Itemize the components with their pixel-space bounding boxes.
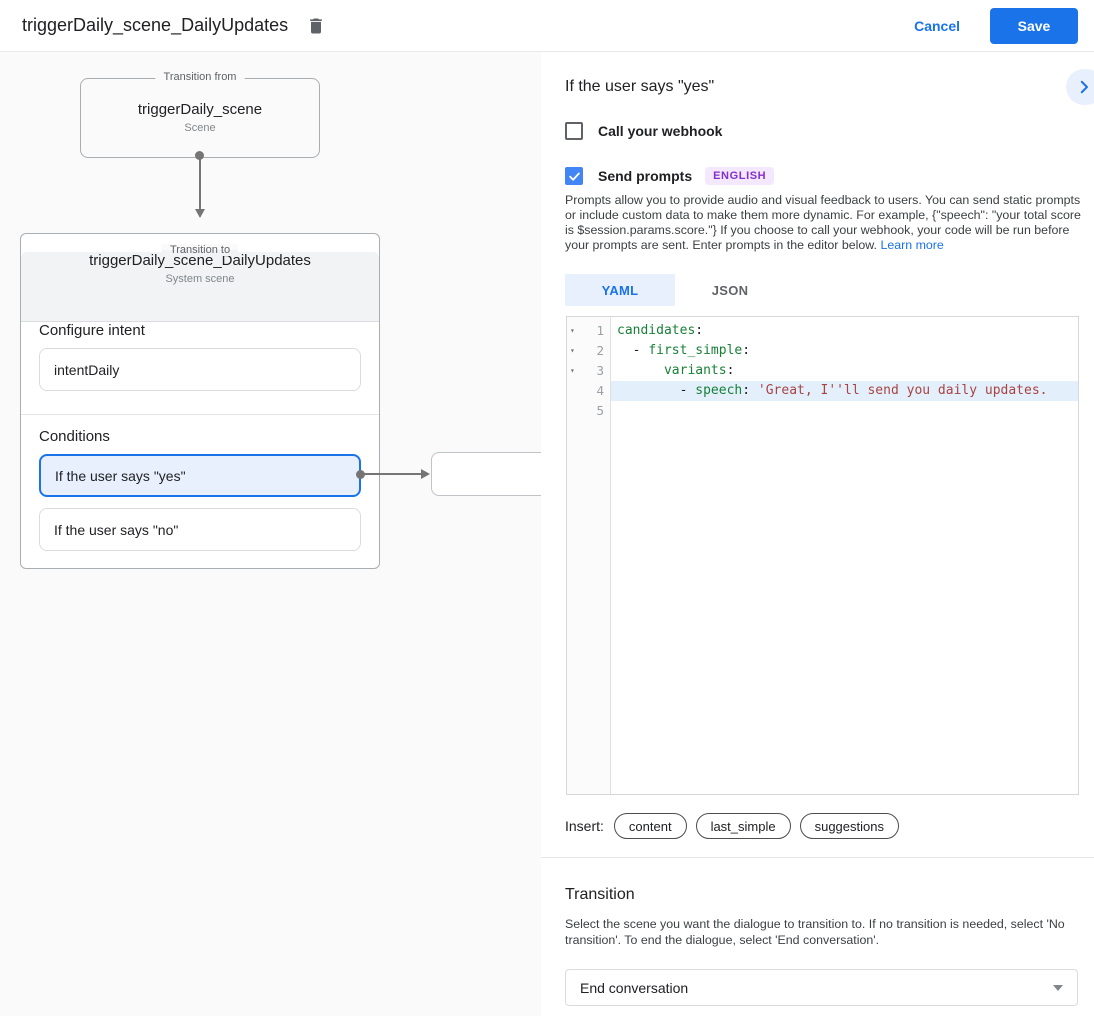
line-number: 5 <box>596 403 604 418</box>
line-number: 1 <box>596 323 604 338</box>
to-scene-header[interactable]: Transition to triggerDaily_scene_DailyUp… <box>21 244 379 322</box>
transition-heading: Transition <box>565 886 635 903</box>
trash-icon <box>310 18 322 33</box>
prompts-checkbox[interactable] <box>565 167 583 185</box>
connector-line-vertical <box>199 158 201 210</box>
transition-dropdown-value: End conversation <box>580 979 689 996</box>
editor-format-tabs: YAML JSON <box>565 274 785 306</box>
connector-dot <box>356 470 365 479</box>
webhook-checkbox[interactable] <box>565 122 583 140</box>
conditions-heading: Conditions <box>39 428 110 445</box>
insert-chip-content[interactable]: content <box>613 813 687 839</box>
condition-item-yes[interactable]: If the user says "yes" <box>39 454 361 497</box>
intent-field[interactable]: intentDaily <box>39 348 361 391</box>
connector-line-horizontal <box>364 473 421 475</box>
prompts-description: Prompts allow you to provide audio and v… <box>565 193 1081 253</box>
insert-chip-suggestions[interactable]: suggestions <box>799 813 899 839</box>
panel-divider <box>541 857 1094 858</box>
chevron-down-icon <box>1053 984 1063 991</box>
editor-line: ▾ 2 - first_simple: <box>567 341 1078 361</box>
arrow-right-icon <box>421 469 430 479</box>
tab-json[interactable]: JSON <box>675 274 785 306</box>
editor-line: ▾ 3 variants: <box>567 361 1078 381</box>
editor-line: ▾ 1 candidates: <box>567 321 1078 341</box>
fold-toggle-icon[interactable]: ▾ <box>570 346 575 355</box>
page-title: triggerDaily_scene_DailyUpdates <box>22 15 289 35</box>
connector-dot <box>195 151 204 160</box>
fold-toggle-icon[interactable]: ▾ <box>570 326 575 335</box>
transition-to-label: Transition to <box>161 244 239 256</box>
cancel-button[interactable]: Cancel <box>914 17 960 34</box>
prompts-description-text: Prompts allow you to provide audio and v… <box>565 193 1081 252</box>
top-bar: triggerDaily_scene_DailyUpdates Cancel S… <box>0 0 1094 52</box>
condition-detail-panel: If the user says "yes" Call your webhook… <box>541 52 1094 1016</box>
line-number: 4 <box>596 383 604 398</box>
insert-toolbar: Insert: content last_simple suggestions <box>565 813 908 839</box>
arrow-down-icon <box>195 209 205 218</box>
chevron-right-icon <box>1080 80 1088 94</box>
editor-line-active: 4 - speech: 'Great, I''ll send you daily… <box>567 381 1078 401</box>
transition-description: Select the scene you want the dialogue t… <box>565 917 1065 947</box>
transition-from-label: Transition from <box>155 71 245 83</box>
editor-line: 5 <box>567 401 1078 421</box>
from-scene-type: Scene <box>184 122 216 134</box>
tab-yaml[interactable]: YAML <box>565 274 675 306</box>
line-number: 3 <box>596 363 604 378</box>
language-badge: ENGLISH <box>705 167 775 185</box>
scene-diagram-panel: Transition from triggerDaily_scene Scene… <box>0 52 541 1016</box>
editor-lines: ▾ 1 candidates: ▾ 2 - first_simple: ▾ <box>567 317 1078 421</box>
delete-button[interactable] <box>304 14 328 38</box>
transition-dropdown[interactable]: End conversation <box>565 969 1078 1006</box>
to-scene-type: System scene <box>165 273 235 285</box>
transition-to-node: Transition to triggerDaily_scene_DailyUp… <box>20 233 380 569</box>
section-divider <box>21 414 379 415</box>
editor-gutter <box>567 317 611 794</box>
line-number: 2 <box>596 343 604 358</box>
from-scene-name: triggerDaily_scene <box>137 101 263 118</box>
insert-chip-last-simple[interactable]: last_simple <box>695 813 791 839</box>
insert-label: Insert: <box>565 818 604 834</box>
condition-title: If the user says "yes" <box>565 78 715 95</box>
save-button[interactable]: Save <box>990 7 1078 44</box>
fold-toggle-icon[interactable]: ▾ <box>570 366 575 375</box>
to-scene-name: triggerDaily_scene_DailyUpdates <box>89 252 311 269</box>
configure-intent-heading: Configure intent <box>39 322 145 339</box>
transition-from-node[interactable]: Transition from triggerDaily_scene Scene <box>80 71 320 158</box>
condition-item-no[interactable]: If the user says "no" <box>39 508 361 551</box>
transition-target-node[interactable] <box>431 452 541 496</box>
checkmark-icon <box>568 172 580 181</box>
collapse-panel-button[interactable] <box>1066 69 1094 105</box>
prompt-code-editor[interactable]: ▾ 1 candidates: ▾ 2 - first_simple: ▾ <box>566 316 1079 795</box>
webhook-checkbox-row: Call your webhook <box>565 122 722 140</box>
webhook-checkbox-label: Call your webhook <box>598 123 723 139</box>
learn-more-link[interactable]: Learn more <box>880 238 944 252</box>
prompts-checkbox-row: Send prompts ENGLISH <box>565 167 775 185</box>
prompts-checkbox-label: Send prompts <box>598 168 693 184</box>
